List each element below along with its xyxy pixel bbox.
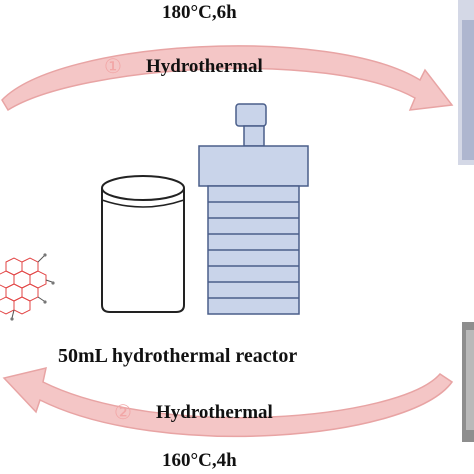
reactor-title: 50mL hydrothermal reactor — [58, 345, 298, 367]
graphene-oxide-structure-icon — [0, 253, 55, 321]
steel-jacket-icon — [198, 103, 309, 315]
top-process-label: Hydrothermal — [146, 56, 263, 77]
sample-photo-bottom-inner — [466, 330, 474, 430]
bottom-arrow — [2, 366, 454, 438]
bottom-condition-label: 160°C,4h — [162, 450, 237, 471]
bottom-process-label: Hydrothermal — [156, 402, 273, 423]
top-step-number: ① — [104, 54, 122, 78]
top-condition-label: 180°C,6h — [162, 2, 237, 23]
sample-photo-top-inner — [462, 20, 474, 160]
ptfe-liner-icon — [101, 175, 185, 313]
bottom-step-number: ② — [114, 400, 132, 424]
top-arrow — [1, 45, 454, 112]
